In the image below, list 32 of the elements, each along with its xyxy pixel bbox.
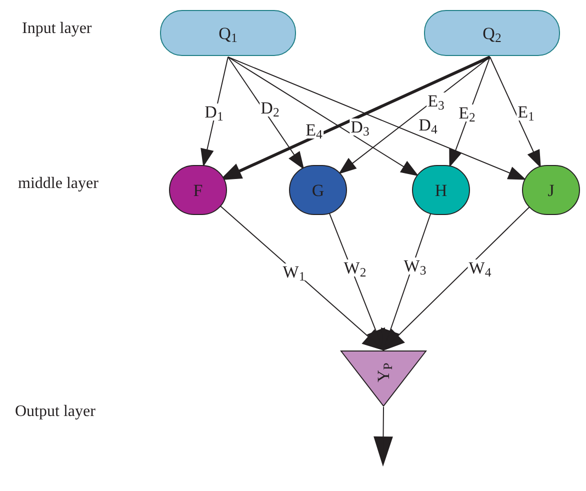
arrow: [383, 206, 530, 350]
arrow: [449, 56, 490, 167]
edge-label: E$_{1}$: [516, 104, 536, 120]
rounded-box: [160, 10, 296, 56]
edge-label: D$_{4}$: [418, 116, 438, 134]
node-label: G: [312, 182, 324, 198]
node-label: J: [548, 182, 554, 198]
arrow: [228, 56, 304, 169]
edge-label: D$_{1}$: [204, 104, 224, 120]
arrow: [200, 56, 228, 166]
edge-label: D$_{2}$: [260, 100, 280, 116]
arrow: [328, 212, 386, 350]
rounded-box: [424, 10, 560, 56]
edge-label: E$_{2}$: [458, 104, 476, 122]
arrow: [374, 406, 393, 466]
edge-label: W$_{3}$: [402, 258, 428, 274]
layer-label: Output layer: [15, 404, 96, 420]
edge-label: E$_{3}$: [426, 92, 446, 110]
edge-label: W$_{4}$: [468, 260, 492, 276]
layer-label: middle layer: [18, 176, 98, 192]
arrow: [490, 56, 541, 168]
edge-label: W$_{1}$: [282, 264, 306, 280]
arrow: [339, 56, 490, 174]
node-label: H: [434, 182, 448, 198]
arrow: [228, 56, 418, 176]
edge-label: E$_{4}$: [304, 122, 324, 138]
node-label: Q$_{2}$: [482, 24, 502, 42]
node-label: F: [193, 182, 203, 198]
edge-label: D$_{3}$: [350, 118, 370, 136]
node-label: Q$_{1}$: [218, 24, 238, 42]
layer-label: Input layer: [22, 21, 92, 37]
edge-label: W$_{2}$: [342, 260, 368, 276]
